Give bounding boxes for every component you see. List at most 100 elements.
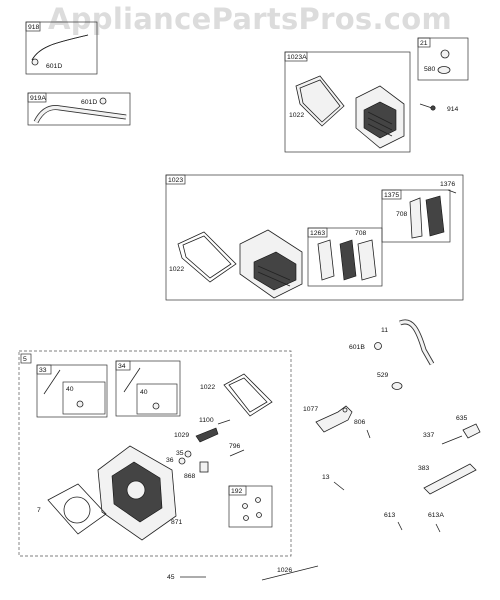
part-36-icon[interactable] [178, 457, 186, 465]
label-635[interactable]: 635 [456, 415, 468, 422]
label-11[interactable]: 11 [381, 327, 388, 334]
tag-33 [36, 364, 52, 375]
box-33 [36, 364, 108, 418]
label-33[interactable]: 33 [39, 367, 47, 374]
tag-1023 [165, 174, 186, 185]
label-708-a[interactable]: 708 [396, 211, 408, 218]
label-919a[interactable]: 919A [30, 95, 46, 102]
label-45[interactable]: 45 [167, 574, 175, 581]
watermark: AppliancePartsPros.com [47, 2, 453, 36]
label-529[interactable]: 529 [377, 372, 389, 379]
clamp-601b[interactable] [374, 342, 382, 350]
label-871[interactable]: 871 [171, 519, 183, 526]
label-806[interactable]: 806 [354, 419, 366, 426]
stud-1100[interactable] [217, 419, 231, 425]
label-1023a[interactable]: 1023A [287, 54, 307, 61]
bracket-1077-hole [342, 407, 348, 413]
gasket-1022-c[interactable] [223, 373, 273, 417]
label-13[interactable]: 13 [322, 474, 330, 481]
label-1022-c[interactable]: 1022 [200, 384, 215, 391]
label-1263[interactable]: 1263 [310, 230, 325, 237]
label-708-b[interactable]: 708 [355, 230, 367, 237]
label-613[interactable]: 613 [384, 512, 396, 519]
part-35-icon[interactable] [184, 450, 192, 458]
head-gasket-7-bore [63, 496, 91, 524]
label-1023[interactable]: 1023 [168, 177, 183, 184]
part-192-c[interactable] [243, 515, 249, 521]
box-919a [27, 92, 131, 126]
breather-tube-918[interactable] [31, 34, 89, 61]
label-5[interactable]: 5 [23, 356, 27, 363]
bolt-613[interactable] [397, 521, 403, 531]
breather-tube-918-inner [31, 34, 89, 61]
part-21-icon[interactable] [440, 49, 450, 59]
label-918[interactable]: 918 [28, 24, 40, 31]
valve-34[interactable] [123, 367, 141, 393]
gasket-708-b[interactable] [357, 239, 377, 281]
label-914[interactable]: 914 [447, 106, 459, 113]
label-383[interactable]: 383 [418, 465, 430, 472]
part-192-d[interactable] [256, 512, 262, 518]
label-601d-b[interactable]: 601D [81, 99, 97, 106]
label-36[interactable]: 36 [166, 457, 174, 464]
coil-383[interactable] [423, 463, 477, 495]
label-601b[interactable]: 601B [349, 344, 365, 351]
label-796[interactable]: 796 [229, 443, 241, 450]
gasket-708-a[interactable] [409, 197, 423, 239]
label-1077[interactable]: 1077 [303, 406, 318, 413]
label-40-a[interactable]: 40 [66, 386, 74, 393]
bracket-1077[interactable] [315, 405, 353, 433]
clamp-601d-a[interactable] [31, 58, 39, 66]
label-1376[interactable]: 1376 [440, 181, 455, 188]
part-192-a[interactable] [242, 503, 248, 509]
boot-635[interactable] [462, 423, 481, 439]
label-35[interactable]: 35 [176, 450, 184, 457]
gasket-1022-b[interactable] [177, 231, 237, 283]
part-580-icon[interactable] [437, 66, 451, 74]
clamp-601d-b[interactable] [99, 97, 107, 105]
bolt-914[interactable] [419, 103, 433, 109]
label-613a[interactable]: 613A [428, 512, 444, 519]
label-601d-a[interactable]: 601D [46, 63, 62, 70]
bolt-13[interactable] [333, 481, 345, 491]
part-529-icon[interactable] [391, 382, 403, 390]
part-40-a-icon[interactable] [76, 400, 84, 408]
part-1375-icon[interactable] [425, 195, 445, 237]
box-1263 [307, 227, 383, 287]
label-1026[interactable]: 1026 [277, 567, 292, 574]
screw-1376[interactable] [447, 189, 457, 194]
label-7[interactable]: 7 [37, 507, 41, 514]
label-1022-b[interactable]: 1022 [169, 266, 184, 273]
head-gasket-7[interactable] [47, 483, 107, 535]
part-192-b[interactable] [255, 497, 261, 503]
label-1375[interactable]: 1375 [384, 192, 399, 199]
valve-33[interactable] [43, 369, 61, 395]
label-337[interactable]: 337 [423, 432, 435, 439]
gasket-1022-b-inner [182, 235, 232, 279]
group-11: 11 601B 529 [349, 319, 435, 390]
group-21: 21 580 [417, 37, 469, 81]
label-1100[interactable]: 1100 [199, 417, 214, 424]
group-1023: 1023 1022 1263 708 1375 708 1376 [165, 174, 464, 301]
label-1022-a[interactable]: 1022 [289, 112, 304, 119]
cylinder-head-port [126, 480, 146, 500]
label-868[interactable]: 868 [184, 473, 196, 480]
label-40-b[interactable]: 40 [140, 389, 148, 396]
pushrod-guide-796[interactable] [229, 449, 245, 457]
spring-868[interactable] [199, 461, 209, 473]
box-40-b [136, 383, 178, 415]
bolt-613a[interactable] [435, 523, 441, 533]
label-1029[interactable]: 1029 [174, 432, 189, 439]
part-1263-icon[interactable] [317, 239, 335, 281]
box-1375 [381, 189, 451, 243]
label-21[interactable]: 21 [420, 40, 428, 47]
spark-plug-337[interactable] [441, 435, 463, 445]
group-right-parts: 1077 806 635 337 383 13 613 613A 45 1026 [167, 405, 481, 581]
part-40-b-icon[interactable] [152, 402, 160, 410]
pushrod-1026[interactable] [261, 565, 319, 581]
rocker-1029[interactable] [195, 427, 219, 443]
screw-806[interactable] [366, 429, 371, 439]
label-34[interactable]: 34 [118, 363, 126, 370]
label-580[interactable]: 580 [424, 66, 436, 73]
label-192[interactable]: 192 [231, 488, 243, 495]
